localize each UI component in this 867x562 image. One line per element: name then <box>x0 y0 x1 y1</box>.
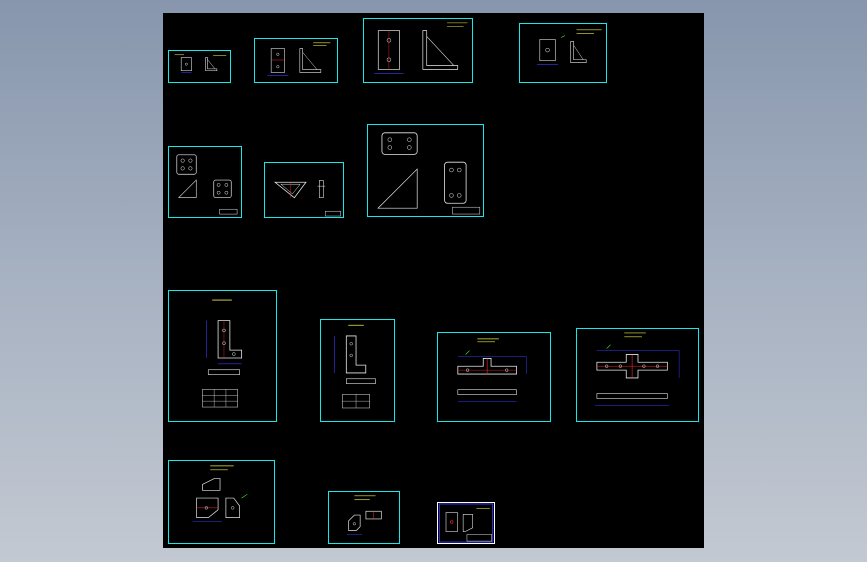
small-l-plate-sheet[interactable] <box>320 319 395 422</box>
drawing-lines <box>374 22 468 74</box>
triangle-gusset-sheet[interactable] <box>264 162 344 218</box>
drawing-lines <box>273 180 341 217</box>
slotted-plate-sheet[interactable] <box>519 23 607 83</box>
drawing-lines <box>457 338 527 402</box>
bracket-front-side-sheet[interactable] <box>254 38 338 83</box>
drawing-lines <box>594 332 680 406</box>
cross-plate-sheet[interactable] <box>576 328 699 422</box>
large-bracket-sheet[interactable] <box>363 18 473 83</box>
selected-sheet[interactable] <box>437 502 495 544</box>
gusset-plate-sheet[interactable] <box>168 146 242 218</box>
large-gusset-assembly-sheet[interactable] <box>367 124 484 217</box>
cad-model-space[interactable] <box>163 13 704 548</box>
drawing-lines <box>438 503 494 543</box>
l-plate-sheet[interactable] <box>168 290 277 422</box>
t-plate-sheet[interactable] <box>437 332 551 422</box>
elbow-piece-sheet[interactable] <box>328 491 400 544</box>
drawing-lines <box>346 495 382 535</box>
drawing-lines <box>176 154 238 215</box>
small-bracket-sheet[interactable] <box>168 50 231 83</box>
drawing-lines <box>192 465 248 522</box>
drawing-lines <box>536 29 602 65</box>
drawing-lines <box>377 132 481 215</box>
drawing-lines <box>267 42 331 76</box>
drawing-lines <box>174 54 227 73</box>
corner-pieces-sheet[interactable] <box>168 460 275 544</box>
drawing-lines <box>202 299 243 408</box>
drawing-lines <box>334 324 376 409</box>
